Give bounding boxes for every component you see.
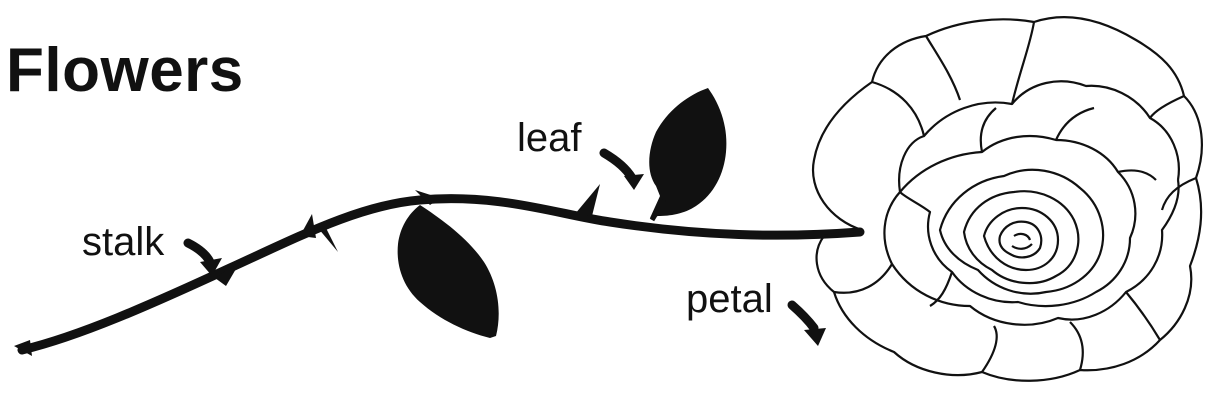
label-leaf: leaf (517, 118, 582, 158)
label-stalk: stalk (82, 222, 164, 262)
petal-arrow-icon (792, 305, 826, 346)
label-petal: petal (686, 279, 773, 319)
leaf-upper-shape (649, 88, 726, 220)
thorn-icon (300, 214, 316, 238)
leaf-lower-shape (398, 205, 499, 338)
rose-flower (813, 17, 1202, 381)
leaf-arrow-icon (604, 153, 644, 190)
